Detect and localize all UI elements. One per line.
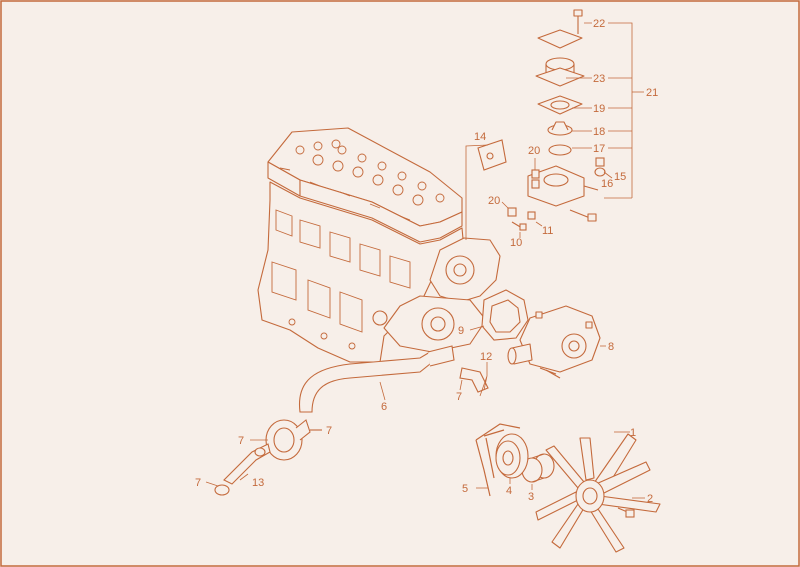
- oil-cooler[interactable]: [265, 419, 322, 461]
- callout-21[interactable]: 21: [646, 87, 658, 99]
- callout-14[interactable]: 14: [474, 131, 486, 143]
- callout-4[interactable]: 4: [506, 485, 512, 497]
- callout-7-pipe[interactable]: 7: [456, 391, 462, 403]
- callout-7-cooler-left[interactable]: 7: [238, 435, 244, 447]
- temperature-sender[interactable]: [594, 157, 606, 177]
- callout-16[interactable]: 16: [601, 178, 613, 190]
- oil-cooler-hose[interactable]: [214, 443, 271, 496]
- callout-20-upper[interactable]: 20: [528, 145, 540, 157]
- callout-labels: 22 23 21 19 18 17 15 16 14 20 20 11 10 9…: [195, 18, 658, 505]
- callout-7-cooler-right[interactable]: 7: [326, 425, 332, 437]
- cylinder-head-details: [271, 139, 445, 350]
- callout-5[interactable]: 5: [462, 483, 468, 495]
- fan-bolt[interactable]: [617, 507, 635, 518]
- callout-10[interactable]: 10: [510, 237, 522, 249]
- callout-2[interactable]: 2: [647, 493, 653, 505]
- callout-13[interactable]: 13: [252, 477, 264, 489]
- callout-22[interactable]: 22: [593, 18, 605, 30]
- thermostat-bracket[interactable]: [477, 139, 507, 171]
- callout-19[interactable]: 19: [593, 103, 605, 115]
- thermostat-housing[interactable]: [527, 9, 599, 222]
- callout-23[interactable]: 23: [593, 73, 605, 85]
- callout-1[interactable]: 1: [630, 427, 636, 439]
- bypass-hose[interactable]: [459, 367, 489, 393]
- callout-6[interactable]: 6: [381, 401, 387, 413]
- callout-3[interactable]: 3: [528, 491, 534, 503]
- callout-8[interactable]: 8: [608, 341, 614, 353]
- callout-7-hose-end[interactable]: 7: [195, 477, 201, 489]
- callout-11[interactable]: 11: [542, 225, 553, 237]
- callout-12[interactable]: 12: [480, 351, 492, 363]
- fan-pulley[interactable]: [495, 433, 529, 479]
- cooling-fan[interactable]: [535, 433, 661, 553]
- callout-17[interactable]: 17: [593, 143, 605, 155]
- callout-18[interactable]: 18: [593, 126, 605, 138]
- fittings[interactable]: [507, 169, 540, 231]
- callout-9[interactable]: 9: [458, 325, 464, 337]
- v-belt[interactable]: [475, 423, 521, 497]
- callout-20-lower[interactable]: 20: [488, 195, 500, 207]
- water-pump-gasket[interactable]: [481, 289, 529, 341]
- water-hose[interactable]: [298, 345, 455, 413]
- water-pump[interactable]: [507, 305, 601, 379]
- callout-15[interactable]: 15: [614, 171, 626, 183]
- leader-lines: [205, 22, 645, 499]
